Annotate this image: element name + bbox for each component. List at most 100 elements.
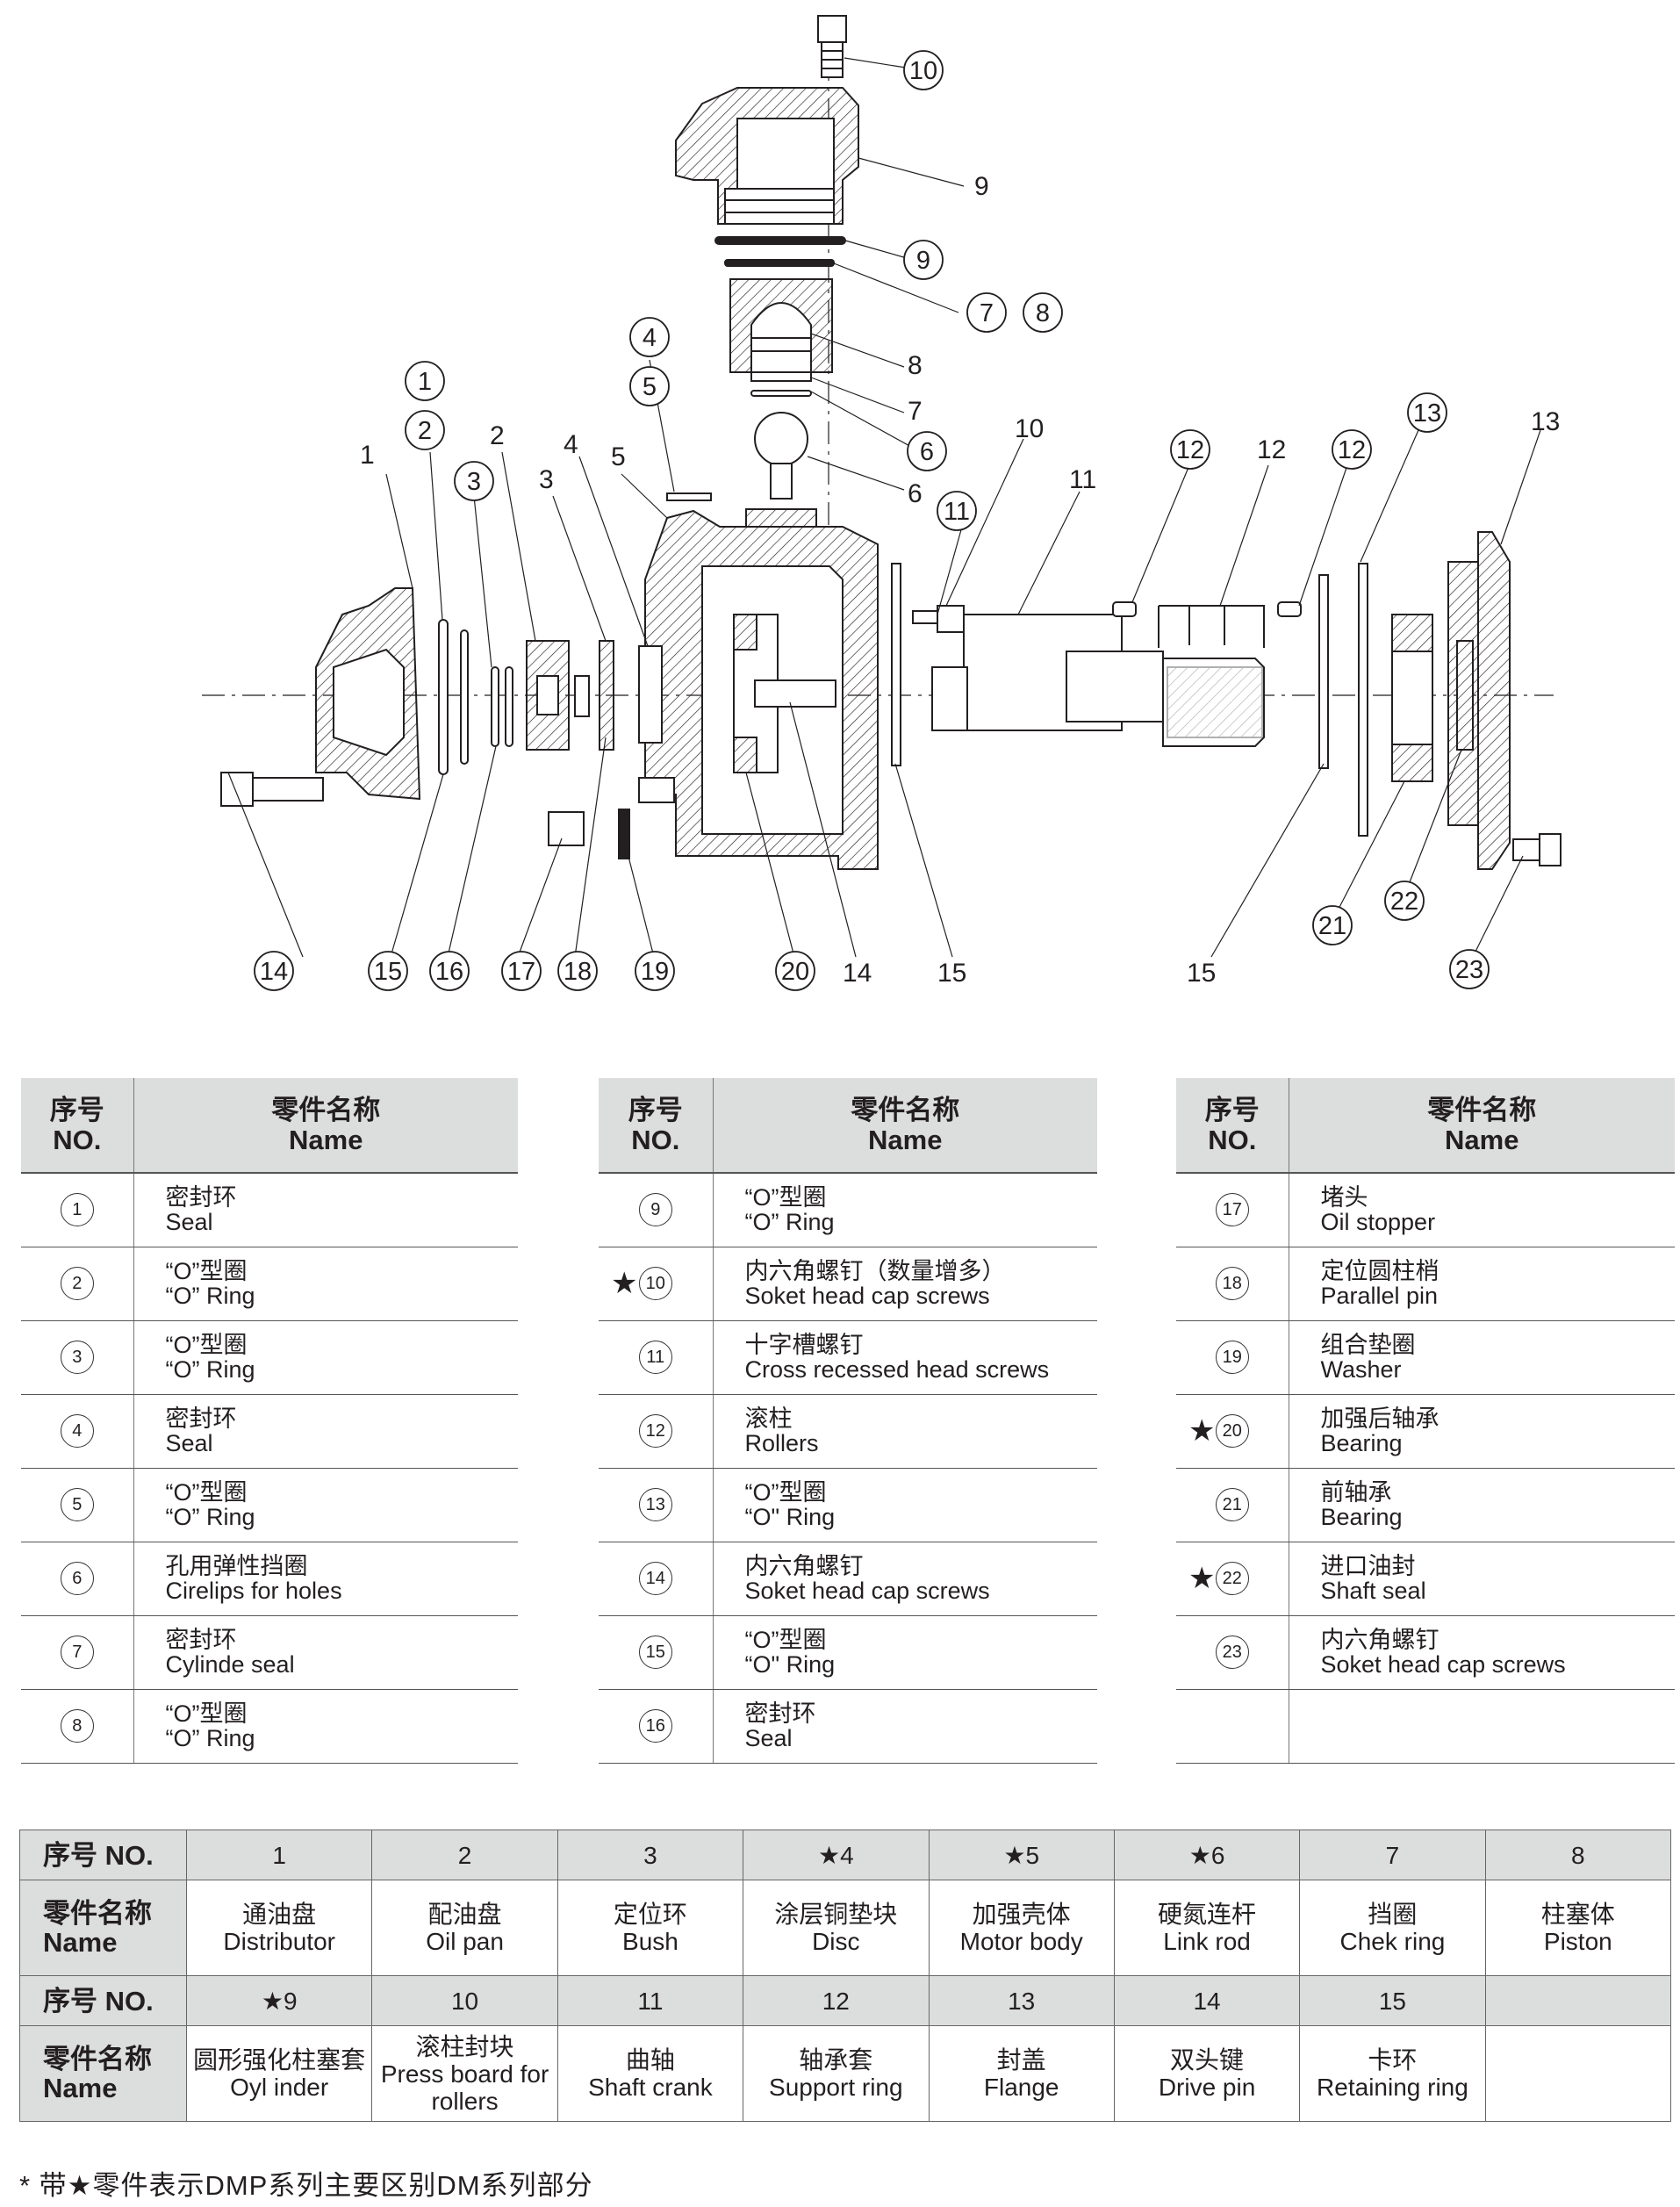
part-10-top-bolt xyxy=(817,15,847,78)
table-row: 5“O”型圈“O” Ring xyxy=(21,1468,518,1542)
svg-text:22: 22 xyxy=(1390,888,1418,916)
callout-20: 20 xyxy=(775,951,815,991)
summary-part-name-en: Retaining ring xyxy=(1317,2074,1468,2101)
svg-text:11: 11 xyxy=(944,498,970,526)
svg-text:20: 20 xyxy=(781,958,809,986)
label-10-plain: 10 xyxy=(1015,414,1044,443)
part-name-en: Shaft seal xyxy=(1320,1578,1426,1604)
summary-part-name-en: Shaft crank xyxy=(588,2074,713,2101)
part-name-en: “O" Ring xyxy=(744,1504,836,1530)
callout-2: 2 xyxy=(405,410,445,450)
part-name-en: Cross recessed head screws xyxy=(744,1356,1050,1383)
part-number-badge: 6 xyxy=(60,1562,94,1595)
part-11-crankshaft xyxy=(912,605,1265,747)
part-name-cn: “O”型圈 xyxy=(744,1627,827,1653)
part-number-badge: 19 xyxy=(1215,1341,1249,1374)
part-name-en: Bearing xyxy=(1320,1504,1403,1530)
part-name-cn: “O”型圈 xyxy=(744,1184,827,1211)
summary-part-name-en: Disc xyxy=(812,1928,860,1955)
label-2-plain: 2 xyxy=(490,421,505,450)
label-13-plain: 13 xyxy=(1531,407,1560,436)
part-number-badge: 8 xyxy=(60,1709,94,1743)
part-name-en: Rollers xyxy=(744,1430,819,1456)
part-2-oil-pan xyxy=(526,640,570,751)
part-name-cn: 进口油封 xyxy=(1320,1553,1416,1579)
svg-text:6: 6 xyxy=(920,438,934,466)
part-name-cell: 内六角螺钉（数量增多）Soket head cap screws xyxy=(713,1247,1097,1321)
summary-part-number: 10 xyxy=(371,1975,558,2026)
part-name-cn: 前轴承 xyxy=(1320,1479,1392,1506)
callout-1: 1 xyxy=(405,361,445,401)
summary-part-name-cn: 定位环 xyxy=(613,1901,687,1928)
part-name-cn: 内六角螺钉 xyxy=(744,1553,864,1579)
label-4-plain: 4 xyxy=(564,430,578,459)
summary-part-number: ★6 xyxy=(1113,1830,1301,1880)
summary-part-name-en: Press board for rollers xyxy=(380,2060,549,2115)
part-number-badge: 13 xyxy=(638,1488,672,1521)
summary-part-number: 12 xyxy=(743,1975,930,2026)
part-number-badge: 23 xyxy=(1215,1635,1249,1669)
summary-part-name-cn: 硬氮连杆 xyxy=(1158,1901,1257,1928)
part-name-en: Soket head cap screws xyxy=(1320,1651,1566,1678)
svg-text:19: 19 xyxy=(641,958,669,986)
part-number-badge: 18 xyxy=(1215,1267,1249,1300)
part-name-en: “O” Ring xyxy=(165,1725,255,1751)
part-name-cn: 内六角螺钉 xyxy=(1320,1627,1439,1653)
part-name-cell: “O”型圈“O” Ring xyxy=(713,1173,1097,1247)
summary-part-name-en: Motor body xyxy=(959,1928,1083,1955)
label-3-plain: 3 xyxy=(539,465,554,494)
part-name-cell: “O”型圈“O” Ring xyxy=(133,1689,518,1764)
part-number-badge: 21 xyxy=(1215,1488,1249,1521)
table-row: 13“O”型圈“O" Ring xyxy=(599,1468,1097,1542)
footnote: * 带★零件表示DMP系列主要区别DM系列部分 xyxy=(19,2170,593,2201)
summary-part-number xyxy=(1484,1975,1672,2026)
summary-part-name-cn: 配油盘 xyxy=(427,1901,502,1928)
part-name-en: “O” Ring xyxy=(744,1209,835,1236)
summary-part-name-en: Chek ring xyxy=(1339,1928,1446,1955)
part-number-cell: 7 xyxy=(21,1615,134,1690)
part-name-en: “O” Ring xyxy=(165,1356,255,1383)
part-name-cn: 孔用弹性挡圈 xyxy=(165,1553,308,1579)
part-number-cell: 12 xyxy=(599,1394,714,1469)
callout-13: 13 xyxy=(1407,392,1447,433)
part-name-en: “O" Ring xyxy=(744,1651,836,1678)
part-number-badge: 4 xyxy=(60,1414,94,1448)
summary-part-name-en: Bush xyxy=(622,1928,678,1955)
svg-text:21: 21 xyxy=(1318,912,1346,940)
summary-part-name-en: Oyl inder xyxy=(230,2074,329,2101)
callout-22: 22 xyxy=(1384,881,1425,921)
part-name-en: “O” Ring xyxy=(165,1504,255,1530)
part-name-en: Bearing xyxy=(1320,1430,1403,1456)
label-9-plain: 9 xyxy=(974,172,989,201)
summary-part-number: 13 xyxy=(928,1975,1115,2026)
part-number-cell: 14 xyxy=(599,1542,714,1616)
part-name-en: Soket head cap screws xyxy=(744,1283,990,1309)
callout-4: 4 xyxy=(629,317,670,357)
summary-part-name xyxy=(1484,2025,1672,2122)
part-8-piston xyxy=(729,278,833,373)
part-name-en: Soket head cap screws xyxy=(744,1578,990,1604)
part-name-cn: 密封环 xyxy=(744,1700,816,1727)
part-name-cell: “O”型圈“O” Ring xyxy=(133,1320,518,1395)
summary-part-number: ★9 xyxy=(185,1975,373,2026)
